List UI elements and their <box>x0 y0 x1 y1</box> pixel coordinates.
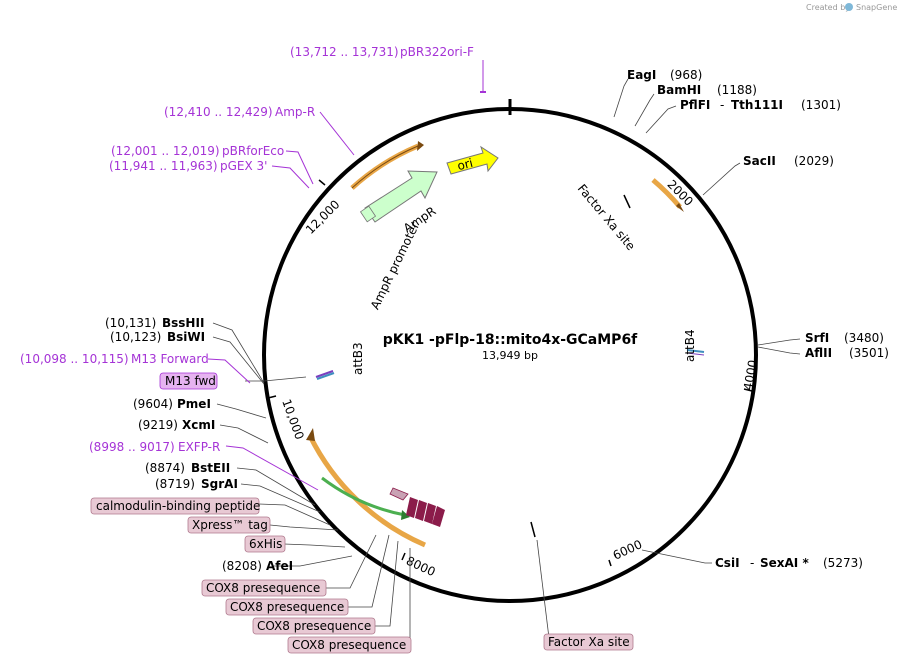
factorxa-bottom-mark[interactable] <box>530 521 536 538</box>
attb3-feature-b <box>316 372 335 380</box>
tick-mark-10000 <box>267 395 277 399</box>
watermark-prefix: Created by <box>806 3 850 12</box>
enzyme-pmei[interactable]: (9604)PmeI <box>133 397 211 411</box>
tick-mark-2000 <box>686 183 694 190</box>
cox8-box-2[interactable] <box>225 598 349 616</box>
snapgene-logo-icon <box>845 3 853 11</box>
leader-lines-right <box>536 78 801 639</box>
orange-feature-top-left-head <box>417 141 424 151</box>
orange-feature-bottom-left[interactable] <box>307 434 426 548</box>
orange-feature-top-left-outline <box>351 145 419 189</box>
enzyme-bsshii[interactable]: (10,131)BssHII <box>105 316 204 330</box>
enzyme-srfi[interactable]: SrfI(3480) <box>805 331 884 345</box>
tick-mark-12000 <box>318 179 326 186</box>
cox8-box-4[interactable] <box>287 636 412 654</box>
enzyme-bamhi[interactable]: BamHI(1188) <box>657 83 757 97</box>
tick-mark-4000 <box>743 388 753 392</box>
tick-mark-6000 <box>608 559 612 567</box>
xpress-box[interactable] <box>187 516 271 534</box>
green-feature-head <box>401 510 410 520</box>
tick-label-6000: 6000 <box>611 537 645 563</box>
orange-feature-bottom-left-head <box>306 428 315 441</box>
primer-pgex3[interactable]: (11,941 .. 11,963)pGEX 3' <box>109 159 267 173</box>
enzyme-bsiwi[interactable]: (10,123)BsiWI <box>110 330 205 344</box>
enzyme-eagi[interactable]: EagI(968) <box>627 68 702 82</box>
enzyme-bsteii[interactable]: (8874)BstEII <box>145 461 230 475</box>
enzyme-xcmi[interactable]: (9219)XcmI <box>138 418 215 432</box>
enzyme-aflii[interactable]: AflII(3501) <box>805 346 889 360</box>
m13fwd-box[interactable] <box>159 372 218 390</box>
calmodulin-label: calmodulin-binding peptide <box>96 499 260 513</box>
primer-leader-lines <box>207 111 355 491</box>
enzyme-sgrai[interactable]: (8719)SgrAI <box>155 477 238 491</box>
primer-pbrforeco[interactable]: (12,001 .. 12,019)pBRforEco <box>111 144 284 158</box>
m13fwd-label: M13 fwd <box>165 374 216 388</box>
tick-label-4000: 4000 <box>741 359 760 392</box>
tick-label-10000: 10,000 <box>279 397 307 441</box>
ori-feature-arrow[interactable] <box>446 145 499 175</box>
attb3-label: attB3 <box>351 342 365 375</box>
tick-mark-8000 <box>401 552 406 561</box>
maroon-feature-small <box>389 487 409 501</box>
maroon-feature-1 <box>406 497 418 518</box>
leader-lines-left <box>212 322 411 645</box>
factorxa-bottom-box[interactable] <box>543 633 634 651</box>
cox8-label-2: COX8 presequence <box>230 600 344 614</box>
primer-exfp-r[interactable]: (8998 .. 9017)EXFP-R <box>89 440 220 454</box>
ampr-promoter-label: AmpR promoter <box>368 220 422 312</box>
maroon-feature-2 <box>415 500 427 521</box>
plasmid-size: 13,949 bp <box>482 349 538 362</box>
calmodulin-box[interactable] <box>90 497 260 515</box>
attb4-feature-a[interactable] <box>686 349 705 353</box>
ampr-feature-arrow[interactable] <box>364 170 438 223</box>
primer-amp-r[interactable]: (12,410 .. 12,429)Amp-R <box>164 105 315 119</box>
factorxa-top-label: Factor Xa site <box>575 182 638 254</box>
orange-feature-right-head <box>676 203 684 212</box>
attb4-feature-b <box>686 352 705 356</box>
watermark-brand: SnapGene <box>856 3 897 12</box>
maroon-feature-4 <box>432 506 445 527</box>
xpress-label: Xpress™ tag <box>192 518 268 532</box>
primer-pbr322ori-f[interactable]: (13,712 .. 13,731)pBR322ori-F <box>290 45 474 59</box>
attb3-feature-a[interactable] <box>315 370 334 378</box>
cox8-label-3: COX8 presequence <box>257 619 371 633</box>
maroon-feature-group[interactable] <box>389 487 445 527</box>
primer-m13-forward[interactable]: (10,098 .. 10,115)M13 Forward <box>20 352 209 366</box>
attb4-label: attB4 <box>683 329 697 362</box>
ampr-promoter-feature[interactable] <box>359 205 377 223</box>
factorxa-bottom-label: Factor Xa site <box>548 635 630 649</box>
factorxa-top-mark[interactable] <box>623 194 631 209</box>
ori-label: ori <box>456 156 475 173</box>
maroon-feature-3 <box>424 503 436 524</box>
green-feature-arc[interactable] <box>321 476 406 517</box>
his-label: 6xHis <box>249 537 282 551</box>
enzyme-sacii[interactable]: SacII(2029) <box>743 154 834 168</box>
enzyme-afei[interactable]: (8208)AfeI <box>222 559 293 573</box>
his-box[interactable] <box>244 535 286 553</box>
cox8-label-4: COX8 presequence <box>292 638 406 652</box>
enzyme-pflfi-tth111i[interactable]: PflFI-Tth111I(1301) <box>680 98 841 112</box>
plasmid-name: pKK1 -pFlp-18::mito4x-GCaMP6f <box>383 332 638 348</box>
tick-label-12000: 12,000 <box>303 197 343 237</box>
enzyme-csii-sexai[interactable]: CsiI-SexAI *(5273) <box>715 556 863 570</box>
cox8-box-3[interactable] <box>252 617 376 635</box>
cox8-label-1: COX8 presequence <box>206 581 320 595</box>
cox8-box-1[interactable] <box>201 579 327 597</box>
tick-label-8000: 8000 <box>404 554 438 580</box>
